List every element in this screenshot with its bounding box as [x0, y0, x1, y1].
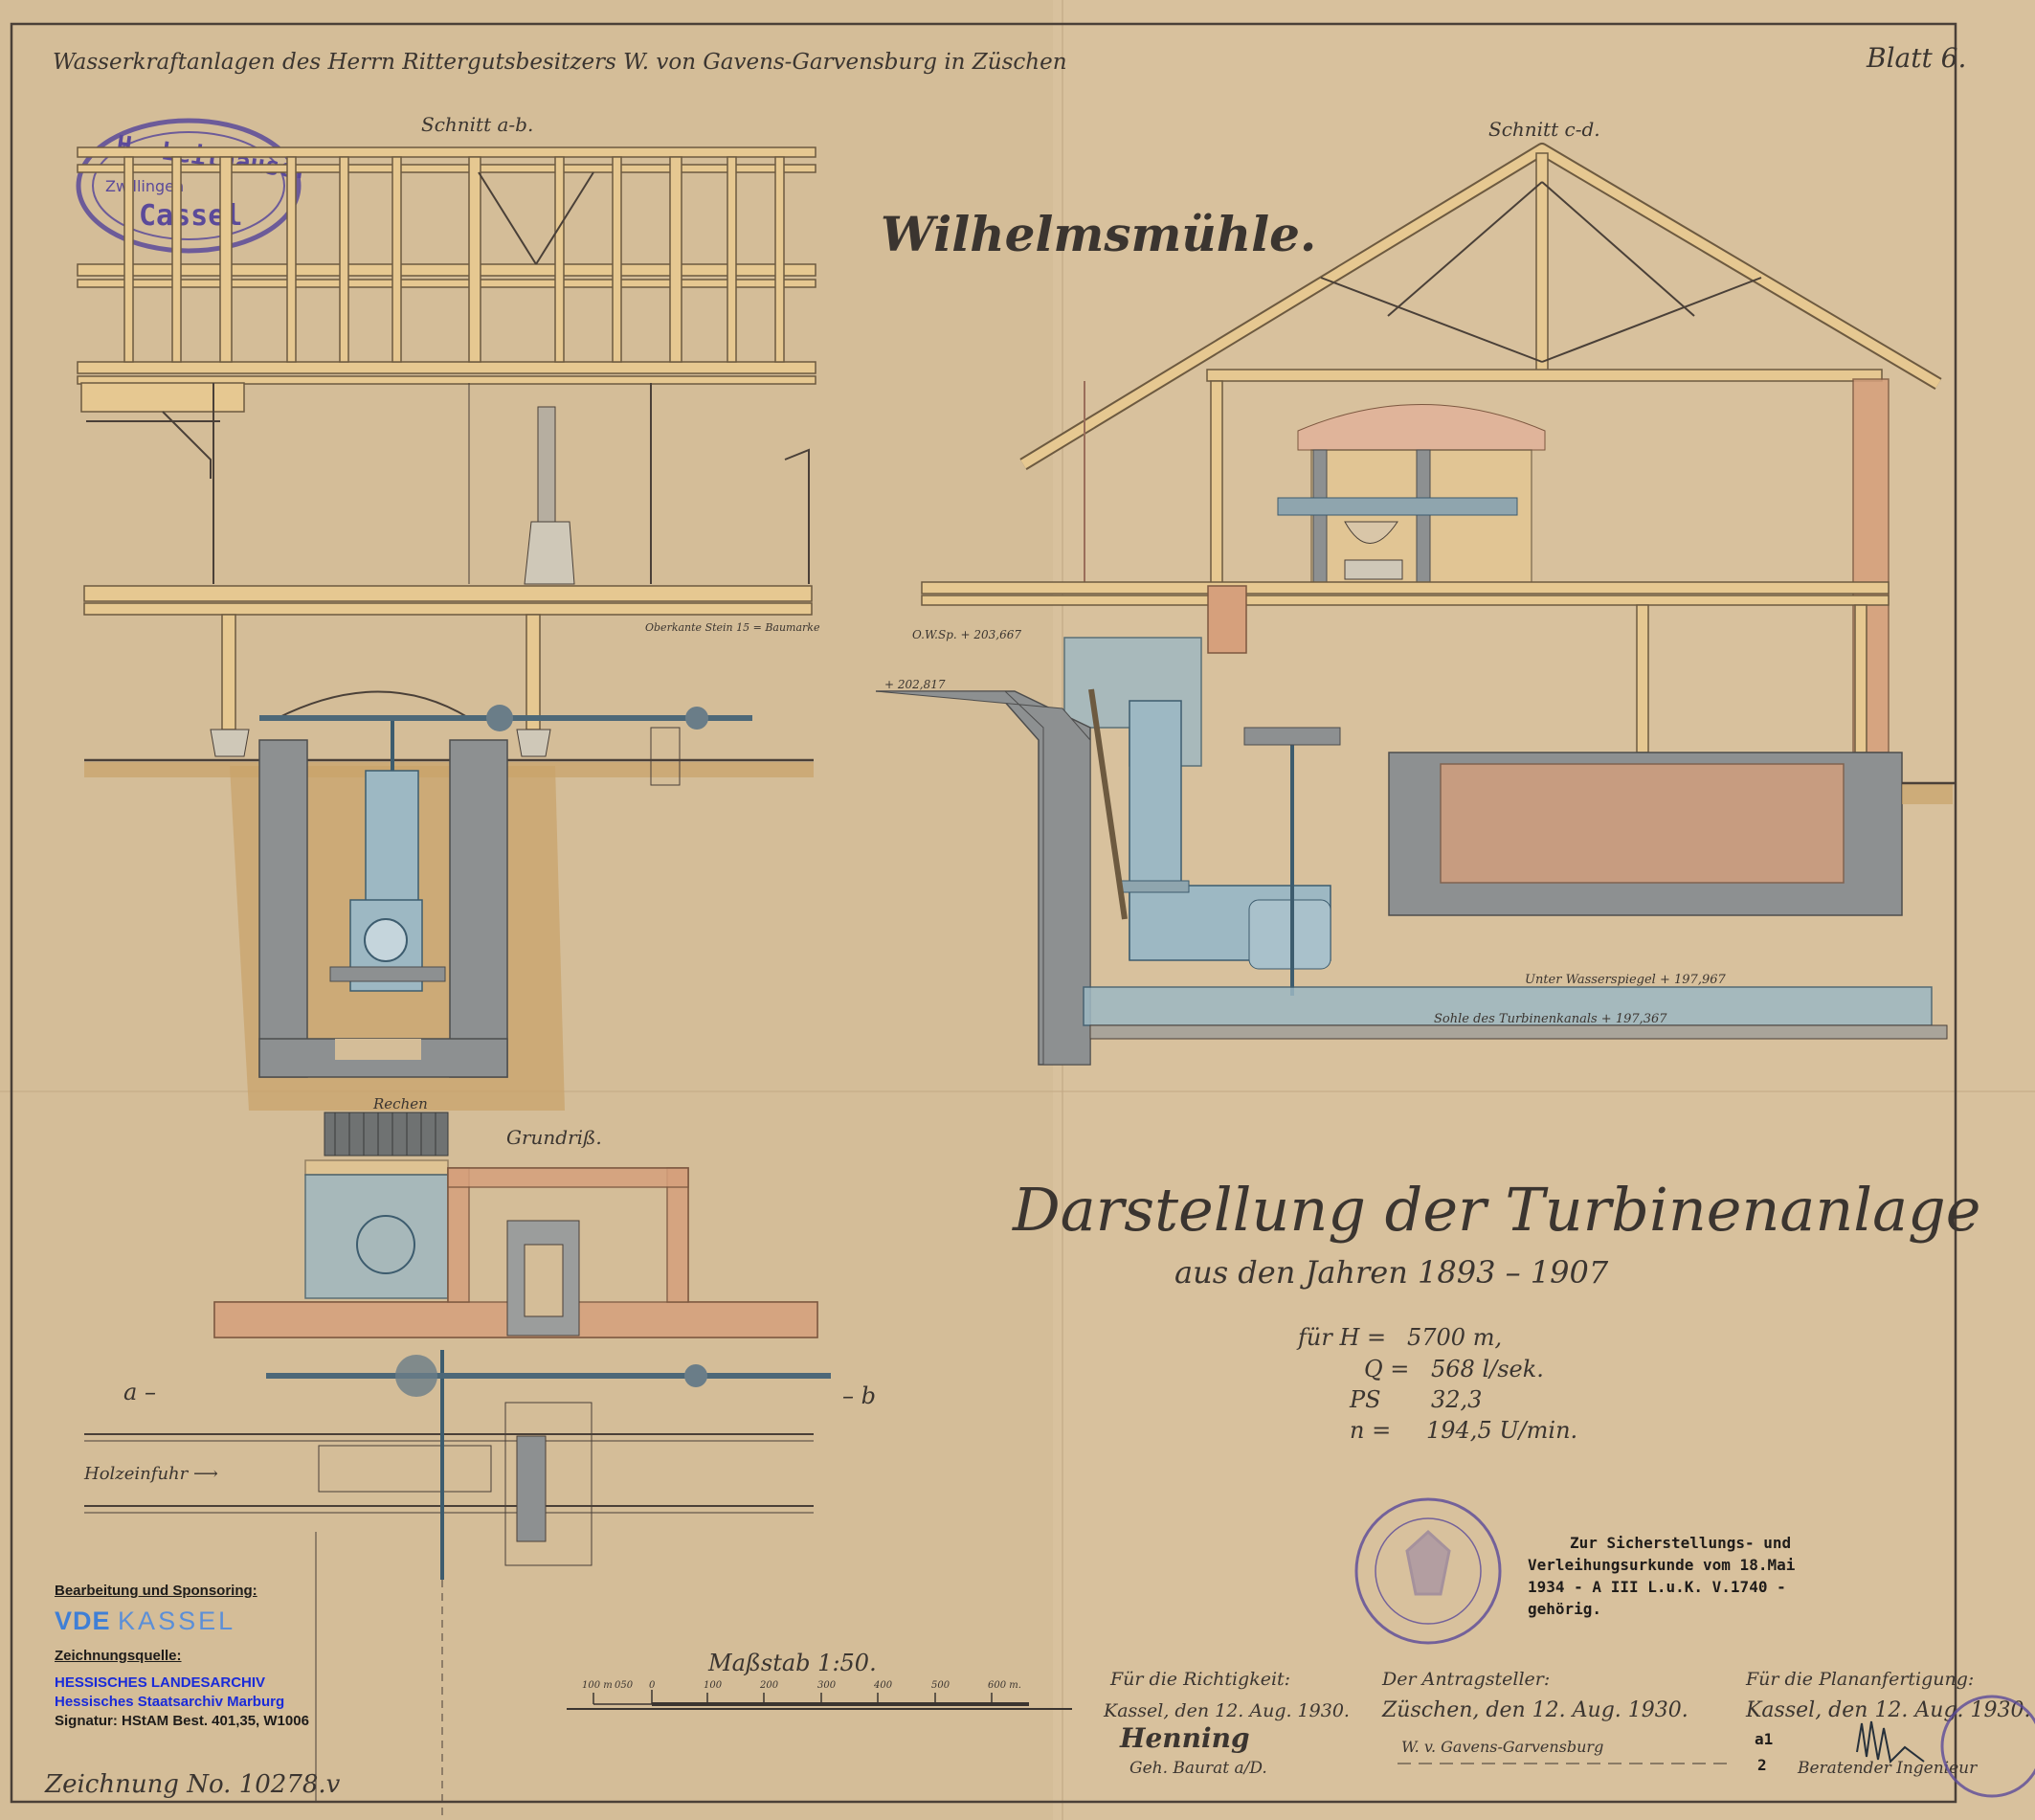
marker-a: a –	[123, 1379, 156, 1405]
marker-b: – b	[842, 1382, 876, 1409]
header-title: Wasserkraftanlagen des Herrn Rittergutsb…	[53, 50, 1067, 75]
ab-posts	[210, 614, 551, 757]
scale-tick: 300	[817, 1680, 837, 1691]
section-ab-truss	[77, 146, 816, 585]
drawing-frame	[10, 22, 1957, 1804]
plan-view	[84, 1112, 818, 1819]
svg-text:Kassel, den 12. Aug. 1930.: Kassel, den 12. Aug. 1930.	[1745, 1698, 2031, 1722]
svg-text:194,5 U/min.: 194,5 U/min.	[1426, 1417, 1577, 1444]
annotation-stone-edge: Oberkante Stein 15 = Baumarke	[645, 621, 820, 634]
signature-block-applicant: Der Antragsteller: Züschen, den 12. Aug.…	[1381, 1669, 1728, 1764]
margin-mark: a1	[1755, 1730, 1773, 1748]
svg-text:Q =: Q =	[1364, 1356, 1409, 1382]
scale-tick: 500	[931, 1680, 950, 1691]
svg-text:W. v. Gavens-Garvensburg: W. v. Gavens-Garvensburg	[1401, 1738, 1603, 1756]
scale-tick: 100 m	[582, 1680, 613, 1691]
millstone-machinery	[1277, 404, 1546, 585]
scale-tick: 100	[704, 1680, 723, 1691]
vde-kassel-logo: VDE KASSEL	[55, 1607, 236, 1635]
svg-text:Der Antragsteller:: Der Antragsteller:	[1381, 1669, 1550, 1690]
annotation-channel-bottom: Sohle des Turbinenkanals + 197,367	[1434, 1012, 1667, 1026]
roof-truss	[1019, 143, 1942, 470]
drawing-title: Darstellung der Turbinenanlage	[1012, 1175, 1980, 1245]
archive-subname[interactable]: Hessisches Staatsarchiv Marburg	[55, 1694, 285, 1710]
scale-tick: 600 m.	[988, 1680, 1021, 1691]
section-ab-label: Schnitt a-b.	[421, 113, 533, 136]
svg-text:n =: n =	[1350, 1417, 1391, 1444]
annotation-upper-water: O.W.Sp. + 203,667	[912, 628, 1021, 641]
svg-text:Beratender Ingenieur: Beratender Ingenieur	[1797, 1759, 1978, 1778]
svg-text:1934 - A III L.u.K. V.1740 -: 1934 - A III L.u.K. V.1740 -	[1528, 1578, 1786, 1596]
tailrace-water	[1083, 986, 1933, 1026]
archive-name[interactable]: HESSISCHES LANDESARCHIV	[55, 1674, 266, 1691]
svg-text:Kassel, den 12. Aug. 1930.: Kassel, den 12. Aug. 1930.	[1103, 1700, 1350, 1721]
svg-text:5700 m,: 5700 m,	[1407, 1324, 1502, 1351]
scale-tick: 400	[873, 1680, 893, 1691]
archive-signature: Signatur: HStAM Best. 401,35, W1006	[55, 1713, 309, 1729]
stamp-top-left	[76, 118, 302, 254]
svg-text:Geh. Baurat a/D.: Geh. Baurat a/D.	[1129, 1759, 1267, 1778]
svg-text:Zur Sicherstellungs- und: Zur Sicherstellungs- und	[1570, 1534, 1791, 1552]
signature-block-correctness: Für die Richtigkeit: Kassel, den 12. Aug…	[1103, 1669, 1350, 1778]
svg-text:für H =: für H =	[1296, 1324, 1386, 1351]
annotation-ground-level: + 202,817	[884, 678, 946, 691]
svg-text:Henning: Henning	[1119, 1722, 1250, 1754]
turbine-specs: für H = 5700 m, Q = 568 l/sek. PS 32,3 n…	[1296, 1324, 1577, 1444]
drawing-subtitle: aus den Jahren 1893 – 1907	[1174, 1254, 1609, 1291]
credits-panel: Bearbeitung und Sponsoring: VDE KASSEL Z…	[55, 1582, 309, 1731]
plan-label: Grundriß.	[506, 1126, 602, 1149]
sheet-number: Blatt 6.	[1866, 42, 1966, 74]
floor-beam-cd	[921, 581, 1890, 595]
svg-text:32,3: 32,3	[1431, 1386, 1482, 1413]
svg-text:Verleihungsurkunde vom 18.Mai: Verleihungsurkunde vom 18.Mai	[1528, 1556, 1796, 1574]
turbine-pit-ab	[258, 739, 508, 1078]
turbine-ab	[329, 718, 446, 992]
scale-bar: 100 m 050 0 100 200 300 400 500 600 m.	[567, 1680, 1072, 1710]
svg-text:Für die Richtigkeit:: Für die Richtigkeit:	[1109, 1669, 1290, 1690]
floor-beam-ab	[83, 585, 813, 602]
svg-text:PS: PS	[1349, 1386, 1381, 1413]
signature-block-plan: Für die Plananfertigung: Kassel, den 12.…	[1745, 1669, 2035, 1798]
rake-label: Rechen	[372, 1095, 428, 1112]
scale-tick: 200	[759, 1680, 779, 1691]
scale-tick: 050	[615, 1680, 634, 1691]
drawing-number: Zeichnung No. 10278.v	[44, 1770, 341, 1799]
annotation-lower-water: Unter Wasserspiegel + 197,967	[1525, 973, 1726, 987]
scale-label: Maßstab 1:50.	[707, 1650, 877, 1676]
wood-inlet-label: Holzeinfuhr ⟶	[83, 1464, 218, 1484]
typed-note: Zur Sicherstellungs- und Verleihungsurku…	[1528, 1534, 1796, 1618]
credit-heading-sponsor: Bearbeitung und Sponsoring:	[55, 1583, 257, 1599]
penstock-cd	[1119, 700, 1341, 996]
credit-heading-source: Zeichnungsquelle:	[55, 1648, 182, 1664]
svg-text:Züschen, den 12. Aug. 1930: Züschen, den 12. Aug. 1930.	[1381, 1698, 1688, 1722]
svg-text:Für die Plananfertigung:: Für die Plananfertigung:	[1745, 1669, 1974, 1690]
stamp-regierungspraesident	[1354, 1497, 1502, 1645]
section-cd-label: Schnitt c-d.	[1488, 118, 1600, 141]
svg-text:gehörig.: gehörig.	[1528, 1600, 1601, 1618]
margin-mark: 2	[1757, 1756, 1767, 1774]
building-name: Wilhelmsmühle.	[881, 206, 1316, 262]
svg-text:568 l/sek.: 568 l/sek.	[1431, 1356, 1544, 1382]
scale-tick: 0	[649, 1680, 656, 1691]
